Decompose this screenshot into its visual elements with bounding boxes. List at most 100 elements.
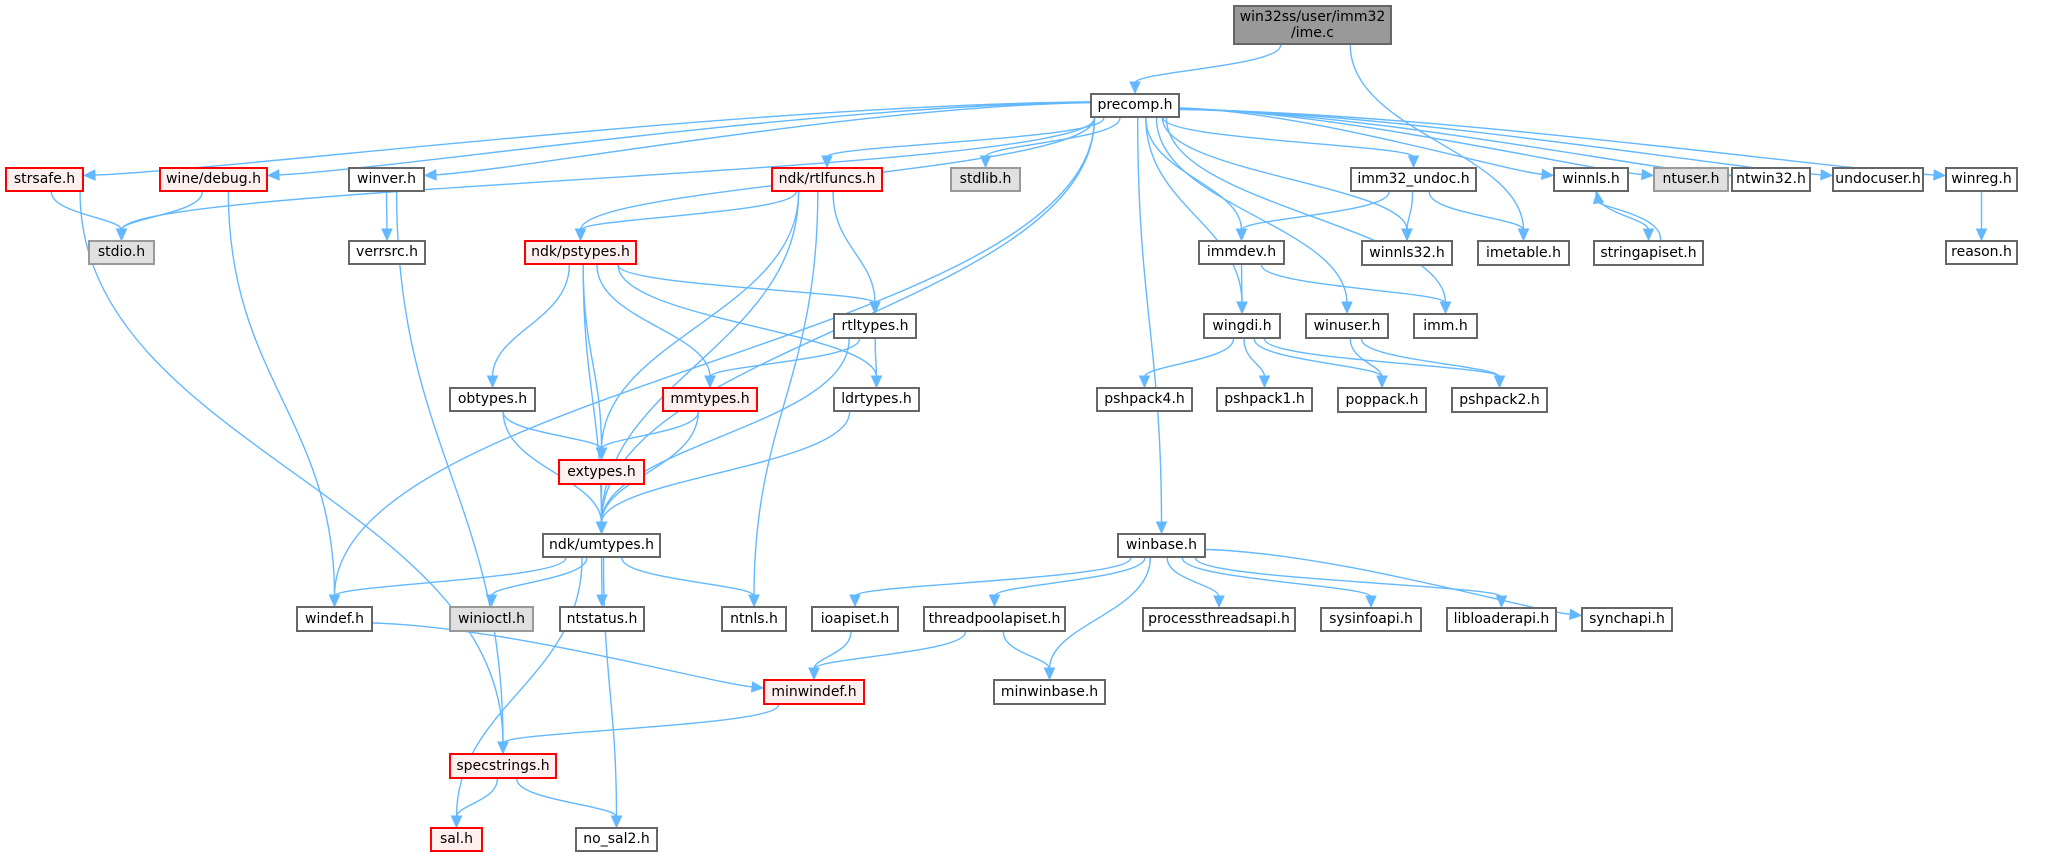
node-ntstatus-h[interactable]: ntstatus.h [559,606,645,632]
node-ime-c[interactable]: win32ss/user/imm32 /ime.c [1233,5,1392,45]
node-libloaderapi-h[interactable]: libloaderapi.h [1446,607,1557,632]
edge-ndk-pstypes-h-to-rtltypes-h-arrowhead [869,301,881,315]
edge-ioapiset-h-to-minwindef-h [813,631,852,670]
node-ndk-umtypes-h[interactable]: ndk/umtypes.h [542,533,661,558]
edge-precomp-h-to-imm32-undoc-h-arrowhead [1407,155,1420,169]
node-mmtypes-h[interactable]: mmtypes.h [662,387,758,412]
node-wingdi-h[interactable]: wingdi.h [1203,313,1281,339]
edge-imm32-undoc-h-to-imetable-h-arrowhead [1517,228,1530,242]
node-winioctl-h[interactable]: winioctl.h [449,606,534,632]
edge-winbase-h-to-threadpoolapiset-h [993,557,1146,597]
edge-winbase-h-to-minwinbase-h [1048,557,1151,670]
node-ldrtypes-h[interactable]: ldrtypes.h [833,387,920,412]
node-windef-h[interactable]: windef.h [296,606,373,632]
edge-ndk-rtlfuncs-h-to-ntnls-h [753,191,819,597]
edge-winbase-h-to-threadpoolapiset-h-arrowhead [988,594,1001,608]
node-immdev-h[interactable]: immdev.h [1198,240,1285,265]
node-rtltypes-h[interactable]: rtltypes.h [833,313,917,339]
node-poppack-h[interactable]: poppack.h [1337,387,1427,413]
node-ndk-pstypes-h[interactable]: ndk/pstypes.h [524,240,637,265]
node-ioapiset-h[interactable]: ioapiset.h [811,606,899,632]
node-winver-h[interactable]: winver.h [348,167,425,192]
edge-winuser-h-to-poppack-h [1349,338,1383,378]
node-wine-debug-h[interactable]: wine/debug.h [159,167,268,192]
node-minwindef-h[interactable]: minwindef.h [763,679,865,705]
node-stdlib-h[interactable]: stdlib.h [950,167,1021,192]
edge-precomp-h-to-imm-h [1165,117,1447,304]
edge-winbase-h-to-synchapi-h-arrowhead [1568,608,1583,621]
node-stdio-h[interactable]: stdio.h [88,240,155,265]
edge-immdev-h-to-imm-h [1260,264,1447,304]
edge-precomp-h-to-wine-debug-h-arrowhead [266,169,280,181]
node-stringapiset-h[interactable]: stringapiset.h [1593,240,1704,266]
edge-precomp-h-to-winver-h [434,101,1091,176]
edge-minwindef-h-to-specstrings-h-arrowhead [497,741,509,755]
edge-mmtypes-h-to-extypes-h [600,411,699,450]
node-winreg-h[interactable]: winreg.h [1945,167,2018,192]
edge-winuser-h-to-poppack-h-arrowhead [1376,375,1388,389]
node-undocuser-h[interactable]: undocuser.h [1832,167,1924,192]
edge-precomp-h-to-undocuser-h-arrowhead [1820,169,1834,181]
node-extypes-h[interactable]: extypes.h [558,459,645,485]
node-winuser-h[interactable]: winuser.h [1305,313,1389,339]
edge-winbase-h-to-sysinfoapi-h-arrowhead [1365,595,1377,609]
node-synchapi-h[interactable]: synchapi.h [1581,607,1673,632]
edge-precomp-h-to-winreg-h-arrowhead [1933,169,1947,181]
edge-ndk-umtypes-h-to-windef-h-arrowhead [328,594,341,608]
node-imm-h[interactable]: imm.h [1413,313,1478,339]
node-ntwin32-h[interactable]: ntwin32.h [1731,167,1811,192]
edge-ime-c-to-precomp-h [1134,44,1282,84]
node-verrsrc-h[interactable]: verrsrc.h [348,240,426,265]
edge-ndk-rtlfuncs-h-to-rtltypes-h [832,191,876,304]
node-reason-h[interactable]: reason.h [1945,240,2018,265]
edge-precomp-h-to-ntuser-h-arrowhead [1641,168,1655,181]
node-ntnls-h[interactable]: ntnls.h [721,606,787,632]
node-ntuser-h[interactable]: ntuser.h [1653,167,1729,192]
edge-immdev-h-to-imm-h-arrowhead [1439,301,1452,315]
node-specstrings-h[interactable]: specstrings.h [449,753,557,779]
node-obtypes-h[interactable]: obtypes.h [449,387,536,412]
edge-imm32-undoc-h-to-immdev-h-arrowhead [1235,228,1248,242]
node-threadpoolapiset-h[interactable]: threadpoolapiset.h [923,606,1066,632]
edge-mmtypes-h-to-ndk-umtypes-h [600,411,699,524]
node-pshpack1-h[interactable]: pshpack1.h [1216,387,1313,412]
edge-specstrings-h-to-sal-h-arrowhead [450,815,463,829]
node-strsafe-h[interactable]: strsafe.h [5,167,84,192]
node-no-sal2-h[interactable]: no_sal2.h [575,827,658,852]
edge-precomp-h-to-winbase-h [1136,117,1163,524]
edge-ndk-umtypes-h-to-ntstatus-h-arrowhead [596,594,608,608]
edge-winver-h-to-verrsrc-h-arrowhead [381,228,393,242]
node-pshpack4-h[interactable]: pshpack4.h [1096,387,1193,412]
edge-ndk-umtypes-h-to-ntnls-h [621,557,755,597]
node-pshpack2-h[interactable]: pshpack2.h [1451,387,1548,413]
edge-ndk-rtlfuncs-h-to-extypes-h [600,191,800,450]
node-imetable-h[interactable]: imetable.h [1477,240,1570,266]
edge-wingdi-h-to-pshpack4-h-arrowhead [1138,375,1151,389]
edge-precomp-h-to-winuser-h-arrowhead [1341,301,1353,315]
node-precomp-h[interactable]: precomp.h [1090,93,1180,118]
node-imm32-undoc-h[interactable]: imm32_undoc.h [1350,167,1477,192]
edge-ndk-pstypes-h-to-ldrtypes-h [617,264,878,378]
node-ndk-rtlfuncs-h[interactable]: ndk/rtlfuncs.h [771,167,883,192]
edge-strsafe-h-to-specstrings-h [79,191,504,744]
edge-precomp-h-to-wine-debug-h [277,101,1091,176]
node-sal-h[interactable]: sal.h [430,827,483,852]
node-minwinbase-h[interactable]: minwinbase.h [993,679,1106,705]
edge-winbase-h-to-ioapiset-h [854,557,1132,597]
node-winnls32-h[interactable]: winnls32.h [1361,240,1453,266]
edge-imm32-undoc-h-to-imetable-h [1428,191,1525,231]
edge-ndk-pstypes-h-to-extypes-h [582,264,603,450]
node-sysinfoapi-h[interactable]: sysinfoapi.h [1320,607,1422,632]
edge-wine-debug-h-to-stdio-h [120,191,203,231]
node-winnls-h[interactable]: winnls.h [1553,167,1629,192]
edge-ndk-umtypes-h-to-winioctl-h-arrowhead [485,594,498,608]
node-processthreadsapi-h[interactable]: processthreadsapi.h [1142,607,1296,632]
edge-specstrings-h-to-sal-h [455,778,499,818]
edge-precomp-h-to-ndk-rtlfuncs-h-arrowhead [821,155,833,169]
edge-precomp-h-to-winnls32-h [1161,117,1408,231]
edge-precomp-h-to-wingdi-h [1145,117,1243,304]
edge-threadpoolapiset-h-to-minwinbase-h [1002,631,1051,670]
edge-immdev-h-to-wingdi-h-arrowhead [1236,301,1248,315]
edge-winbase-h-to-sysinfoapi-h [1181,557,1372,598]
node-winbase-h[interactable]: winbase.h [1117,533,1206,558]
